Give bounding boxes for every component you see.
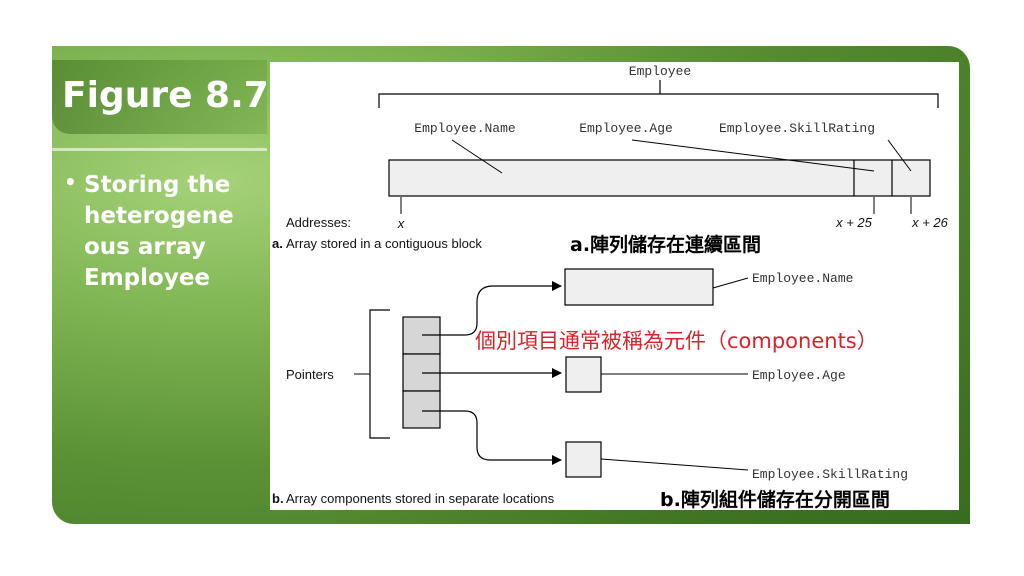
label-addresses: Addresses:: [286, 215, 351, 230]
caption-b: Array components stored in separate loca…: [286, 491, 555, 506]
caption-b-letter: b.: [272, 491, 284, 506]
contiguous-block: [388, 159, 931, 197]
note-components-cn: 個別項目通常被稱為元件（components）: [475, 329, 878, 353]
bullet-line-2: heterogene: [84, 203, 234, 229]
leader-name-a: [451, 139, 503, 174]
pointer-cell-3: [402, 390, 441, 429]
figure-title: Figure 8.7: [62, 75, 269, 116]
diagram-panel: Employee Employee.Name Employee.Age Empl…: [270, 62, 959, 510]
employee-array-diagram: Employee Employee.Name Employee.Age Empl…: [272, 64, 949, 510]
bullet-line-1: Storing the: [84, 172, 231, 198]
addr-x26: x + 26: [911, 215, 949, 230]
bullet-line-3: ous array: [84, 234, 206, 260]
divider: [52, 148, 267, 151]
caption-b-cn: b.陣列組件儲存在分開區間: [660, 488, 890, 510]
leader-skill-b: [600, 458, 749, 471]
bullet-line-4: Employee: [84, 265, 211, 291]
addr-x: x: [397, 216, 405, 231]
bullet-text: Storing the heterogene ous array Employe…: [84, 170, 260, 294]
label-skill-b: Employee.SkillRating: [752, 467, 908, 482]
title-band: [52, 60, 267, 134]
label-skill-a: Employee.SkillRating: [719, 121, 875, 136]
arrow-to-skill: [422, 410, 562, 465]
label-name-b: Employee.Name: [752, 271, 853, 286]
bracket-employee: [378, 93, 939, 108]
label-name-a: Employee.Name: [414, 121, 515, 136]
caption-a-cn: a.陣列儲存在連續區間: [570, 233, 761, 256]
leader-name-b: [712, 277, 749, 289]
block-age-b: [565, 356, 602, 393]
label-pointers: Pointers: [286, 367, 334, 382]
leader-skill-a: [887, 139, 912, 172]
block-skill-b: [565, 441, 602, 478]
leader-age-a: [631, 139, 875, 172]
addr-x25: x + 25: [835, 215, 873, 230]
bracket-pointers: [369, 309, 390, 439]
bullet-dot-icon: •: [64, 170, 77, 194]
block-name-b: [564, 268, 714, 306]
caption-a-letter: a.: [272, 236, 283, 251]
label-age-b: Employee.Age: [752, 368, 846, 383]
arrow-to-name: [422, 281, 562, 336]
label-age-a: Employee.Age: [579, 121, 673, 136]
caption-a: Array stored in a contiguous block: [286, 236, 482, 251]
bullet-point: • Storing the heterogene ous array Emplo…: [64, 170, 260, 294]
label-employee: Employee: [629, 64, 691, 79]
